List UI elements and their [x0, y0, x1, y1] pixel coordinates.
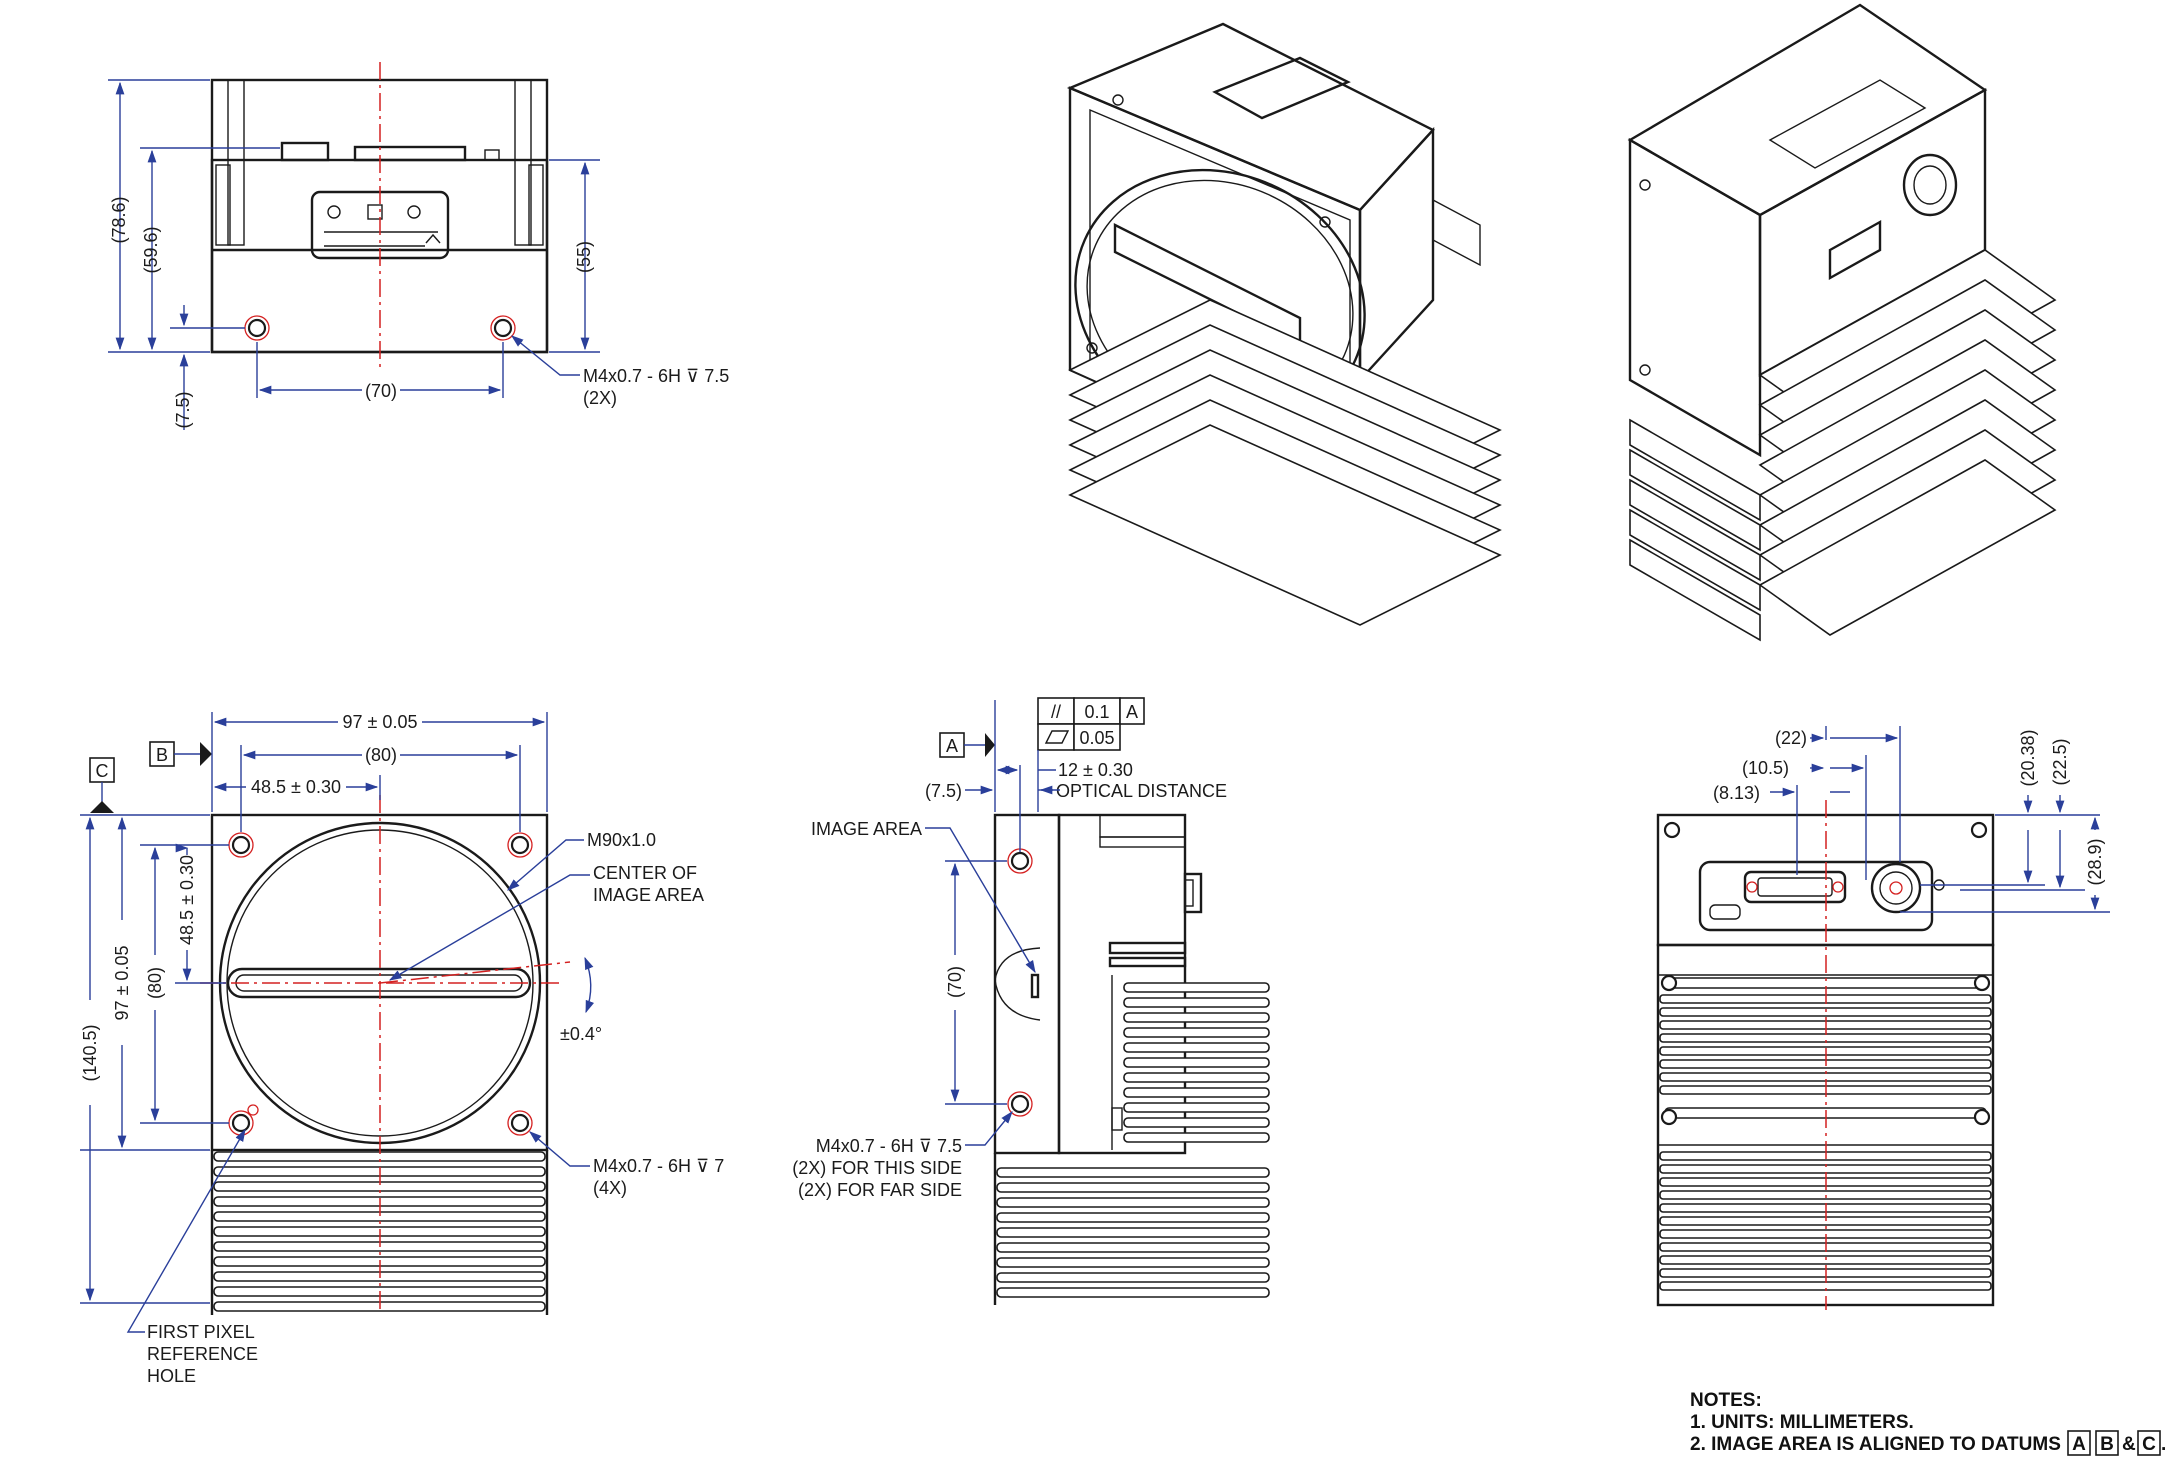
front-mount-callout: M90x1.0 [587, 830, 656, 850]
notes-datum-b: B [2100, 1434, 2114, 1455]
datum-c-box [89, 757, 115, 783]
dim-top-hole-spacing: (70) [365, 381, 397, 401]
notes-datum-c: C [2142, 1434, 2156, 1455]
side-view: A // 0.1 A 0.05 12 ± 0.30 OPTICAL DISTAN… [792, 697, 1270, 1305]
datum-c: C [96, 761, 109, 781]
iso-front-fins [1068, 299, 1502, 626]
notes-line-2: 2. IMAGE AREA IS ALIGNED TO DATUMS [1690, 1434, 2061, 1455]
dim-front-width: 97 ± 0.05 [343, 712, 418, 732]
dim-rear-22-5: (22.5) [2050, 738, 2070, 785]
front-hole-bl [231, 1113, 251, 1133]
front-view: B C 97 ± 0.05 (80) 48.5 ± 0.30 (140.5) 9… [80, 712, 724, 1386]
side-hole-top [1010, 851, 1030, 871]
dim-rear-10-5: (10.5) [1742, 758, 1789, 778]
top-view: (78.6) (59.6) (55) (7.5) (70) M4x0.7 - 6… [108, 62, 729, 430]
label-optical-distance: OPTICAL DISTANCE [1056, 781, 1227, 801]
top-thread-qty: (2X) [583, 388, 617, 408]
dim-rear-20-38: (20.38) [2018, 729, 2038, 786]
front-hole-br [510, 1113, 530, 1133]
dim-front-hole-span-x: (80) [365, 745, 397, 765]
dim-front-face-height: 97 ± 0.05 [112, 946, 132, 1021]
rear-view: (22) (10.5) (8.13) (20.38) (22.5) (28.9) [1656, 726, 2110, 1310]
front-hole-tl [231, 835, 251, 855]
top-hole-right [493, 318, 513, 338]
label-image-area: IMAGE AREA [811, 819, 922, 839]
dim-front-center-y: 48.5 ± 0.30 [177, 855, 197, 945]
front-center-callout-2: IMAGE AREA [593, 885, 704, 905]
dim-front-center-x: 48.5 ± 0.30 [251, 777, 341, 797]
dim-rear-22: (22) [1775, 728, 1807, 748]
dim-front-hole-span-y: (80) [145, 967, 165, 999]
dim-top-mid-height: (59.6) [141, 226, 161, 273]
iso-rear-connector [1828, 153, 1958, 281]
side-hole-bottom [1010, 1094, 1030, 1114]
notes-amp: & [2122, 1434, 2136, 1455]
top-thread-callout: M4x0.7 - 6H ⊽ 7.5 [583, 366, 729, 386]
dim-front-total-height: (140.5) [80, 1024, 100, 1081]
notes-title: NOTES: [1690, 1390, 1762, 1411]
notes-datum-a: A [2072, 1434, 2086, 1455]
dim-side-hole-span: (70) [945, 966, 965, 998]
fcf-parallelism: // 0.1 A [1037, 697, 1145, 725]
side-thread-this-side: (2X) FOR THIS SIDE [792, 1158, 962, 1178]
dim-top-hole-offset: (7.5) [173, 391, 193, 428]
isometric-rear-view [1627, 3, 2057, 642]
iso-rear-fins [1629, 249, 2057, 642]
side-thread-callout: M4x0.7 - 6H ⊽ 7.5 [816, 1136, 962, 1156]
dim-side-offset: (7.5) [925, 781, 962, 801]
dim-rear-8-13: (8.13) [1713, 783, 1760, 803]
image-sensor-slot [226, 967, 532, 999]
side-heatsink-fins [996, 982, 1270, 1298]
notes-block: NOTES: 1. UNITS: MILLIMETERS. 2. IMAGE A… [1690, 1390, 2166, 1456]
isometric-front-view [1066, 22, 1502, 626]
datum-b: B [156, 745, 168, 765]
dim-optical-distance: 12 ± 0.30 [1058, 760, 1133, 780]
svg-text:0.1: 0.1 [1084, 702, 1109, 722]
svg-text:0.05: 0.05 [1079, 728, 1114, 748]
front-center-callout-1: CENTER OF [593, 863, 697, 883]
svg-text:A: A [1126, 702, 1138, 722]
side-thread-far-side: (2X) FOR FAR SIDE [798, 1180, 962, 1200]
dim-rear-28-9: (28.9) [2085, 838, 2105, 885]
front-angle-callout: ±0.4° [560, 1024, 602, 1044]
top-hole-left [247, 318, 267, 338]
datum-a: A [946, 736, 958, 756]
front-hole-tr [510, 835, 530, 855]
front-thread-callout: M4x0.7 - 6H ⊽ 7 [593, 1156, 724, 1176]
first-pixel-label-3: HOLE [147, 1366, 196, 1386]
svg-text://: // [1051, 702, 1061, 722]
front-thread-qty: (4X) [593, 1178, 627, 1198]
datum-a-box [939, 732, 965, 758]
fcf-flatness: 0.05 [1037, 723, 1121, 751]
first-pixel-label-2: REFERENCE [147, 1344, 258, 1364]
notes-period: . [2161, 1434, 2166, 1455]
rear-data-connector [1743, 870, 1847, 904]
notes-line-1: 1. UNITS: MILLIMETERS. [1690, 1412, 1914, 1433]
dim-top-right-height: (55) [574, 241, 594, 273]
dim-top-overall-height: (78.6) [109, 196, 129, 243]
first-pixel-label-1: FIRST PIXEL [147, 1322, 255, 1342]
